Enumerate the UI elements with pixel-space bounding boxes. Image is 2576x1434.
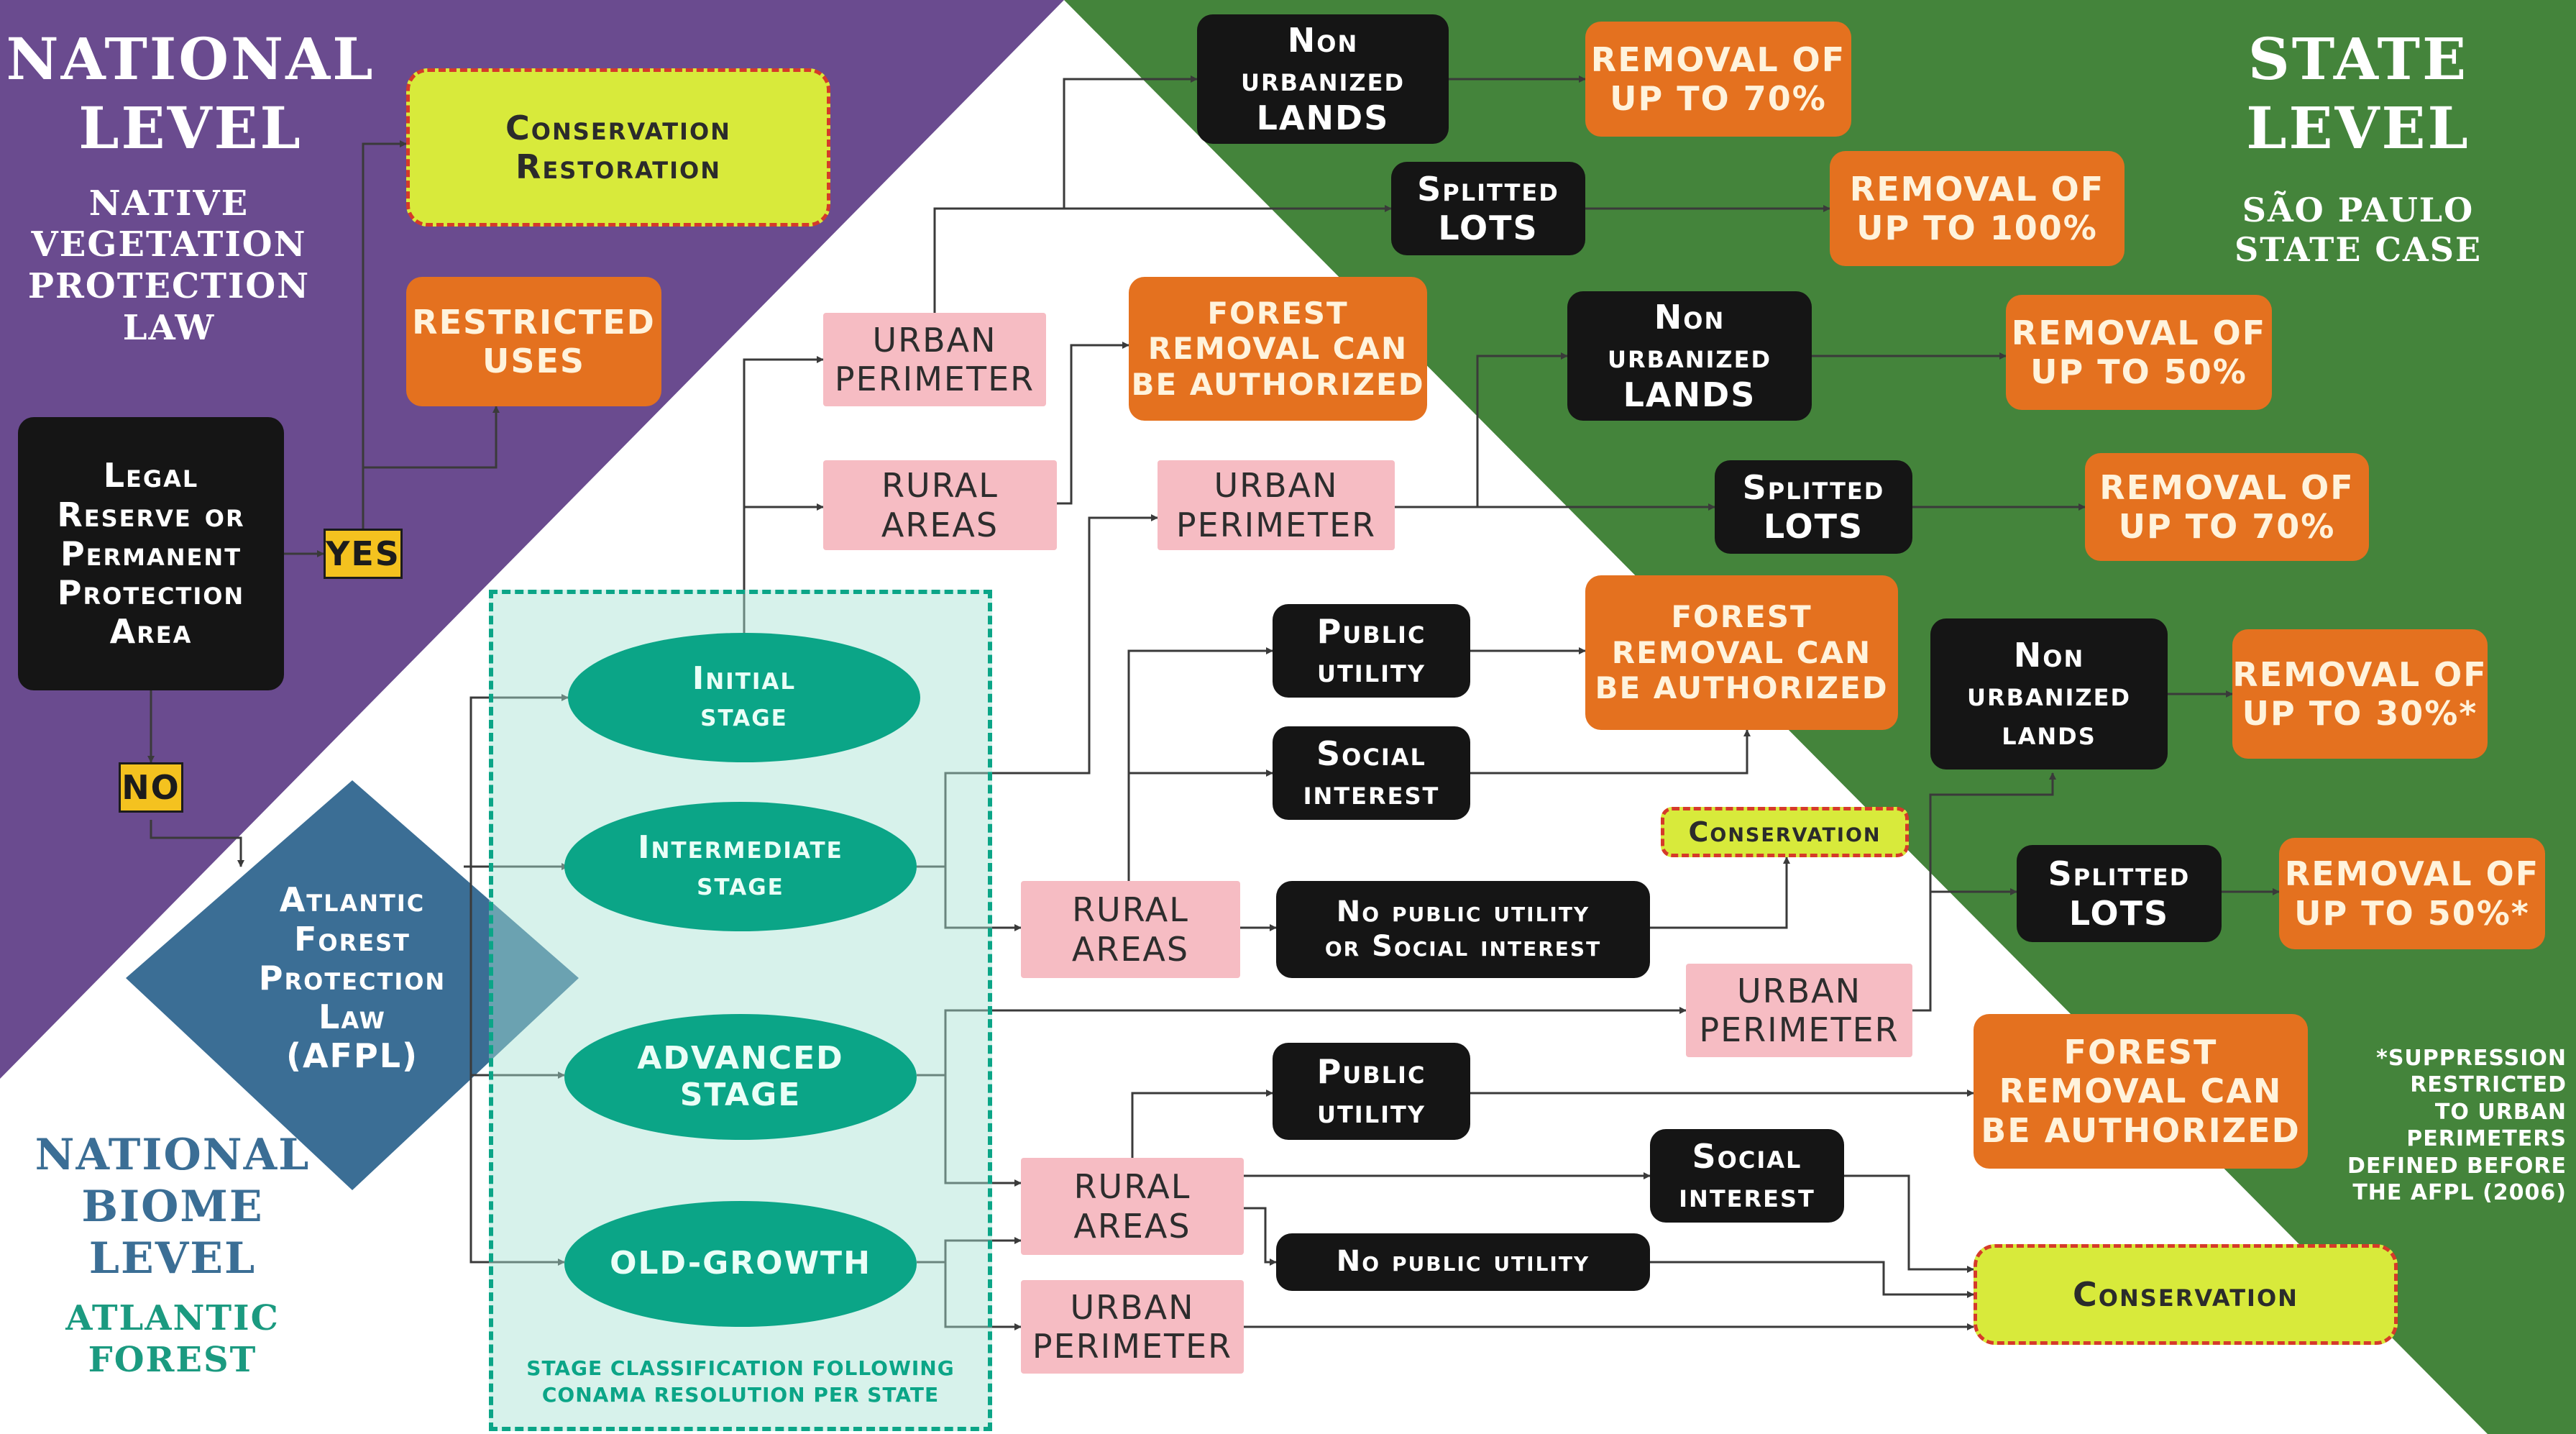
advanced-stage-oval: ADVANCED STAGE — [564, 1014, 917, 1140]
intermediate-rural-areas-box: RURAL AREAS — [1021, 881, 1240, 978]
state-footnote: *SUPPRESSION RESTRICTED TO URBAN PERIMET… — [2347, 1045, 2567, 1206]
intermediate-splitted-lots-box: Splitted LOTS — [1715, 460, 1912, 554]
advanced-social-interest-box: Social interest — [1650, 1129, 1844, 1223]
initial-removal-70-box: REMOVAL OF UP TO 70% — [1585, 22, 1851, 137]
final-conservation-box: Conservation — [1974, 1244, 2398, 1345]
intermediate-no-public-utility-box: No public utility or Social interest — [1276, 881, 1650, 978]
initial-non-urbanized-box: Non urbanized LANDS — [1197, 14, 1449, 144]
advanced-removal-50-box: REMOVAL OF UP TO 50%* — [2279, 838, 2545, 949]
biome-level-subtitle: ATLANTIC FOREST — [65, 1297, 280, 1380]
national-level-subtitle: NATIVE VEGETATION PROTECTION LAW — [27, 183, 311, 348]
state-level-title: STATE LEVEL — [2246, 25, 2470, 162]
national-level-region — [0, 0, 1064, 1079]
legal-reserve-box: Legal Reserve or Permanent Protection Ar… — [18, 417, 284, 690]
conservation-restoration-box: Conservation Restoration — [406, 68, 830, 227]
advanced-splitted-lots-box: Splitted LOTS — [2017, 845, 2222, 942]
advanced-non-urbanized-box: Non urbanized lands — [1930, 618, 2168, 769]
advanced-urban-perimeter-box: URBAN PERIMETER — [1686, 964, 1912, 1057]
initial-stage-oval: Initial stage — [568, 633, 920, 762]
afpl-diamond — [126, 780, 579, 1190]
initial-urban-perimeter-box: URBAN PERIMETER — [823, 313, 1046, 406]
intermediate-forest-removal-box: FOREST REMOVAL CAN BE AUTHORIZED — [1585, 575, 1898, 730]
initial-forest-removal-box: FOREST REMOVAL CAN BE AUTHORIZED — [1129, 277, 1427, 421]
restricted-uses-box: RESTRICTED USES — [406, 277, 661, 406]
advanced-forest-removal-box: FOREST REMOVAL CAN BE AUTHORIZED — [1974, 1014, 2308, 1169]
intermediate-urban-perimeter-box: URBAN PERIMETER — [1158, 460, 1395, 550]
intermediate-social-interest-box: Social interest — [1273, 726, 1470, 820]
initial-rural-areas-box: RURAL AREAS — [823, 460, 1057, 550]
afpl-label: Atlantic Forest Protection Law (AFPL) — [258, 880, 446, 1076]
biome-level-title: NATIONAL BIOME LEVEL — [35, 1129, 311, 1284]
intermediate-stage-oval: Intermediate stage — [564, 802, 917, 931]
no-tag: NO — [119, 762, 183, 813]
advanced-public-utility-box: Public utility — [1273, 1043, 1470, 1140]
advanced-rural-areas-box: RURAL AREAS — [1021, 1158, 1244, 1255]
intermediate-conservation-box: Conservation — [1661, 807, 1909, 857]
old-growth-oval: OLD-GROWTH — [564, 1201, 917, 1327]
yes-tag: YES — [324, 529, 403, 579]
national-level-title: NATIONAL LEVEL — [6, 25, 375, 162]
intermediate-removal-50-box: REMOVAL OF UP TO 50% — [2006, 295, 2272, 410]
advanced-removal-30-box: REMOVAL OF UP TO 30%* — [2232, 629, 2488, 759]
old-growth-urban-perimeter-box: URBAN PERIMETER — [1021, 1280, 1244, 1374]
intermediate-removal-70-box: REMOVAL OF UP TO 70% — [2085, 453, 2369, 561]
initial-removal-100-box: REMOVAL OF UP TO 100% — [1830, 151, 2124, 266]
intermediate-public-utility-box: Public utility — [1273, 604, 1470, 698]
intermediate-non-urbanized-box: Non urbanized LANDS — [1567, 291, 1812, 421]
initial-splitted-lots-box: Splitted LOTS — [1391, 162, 1585, 255]
state-level-subtitle: SÃO PAULO STATE CASE — [2234, 190, 2482, 269]
advanced-no-public-utility-box: No public utility — [1276, 1233, 1650, 1291]
